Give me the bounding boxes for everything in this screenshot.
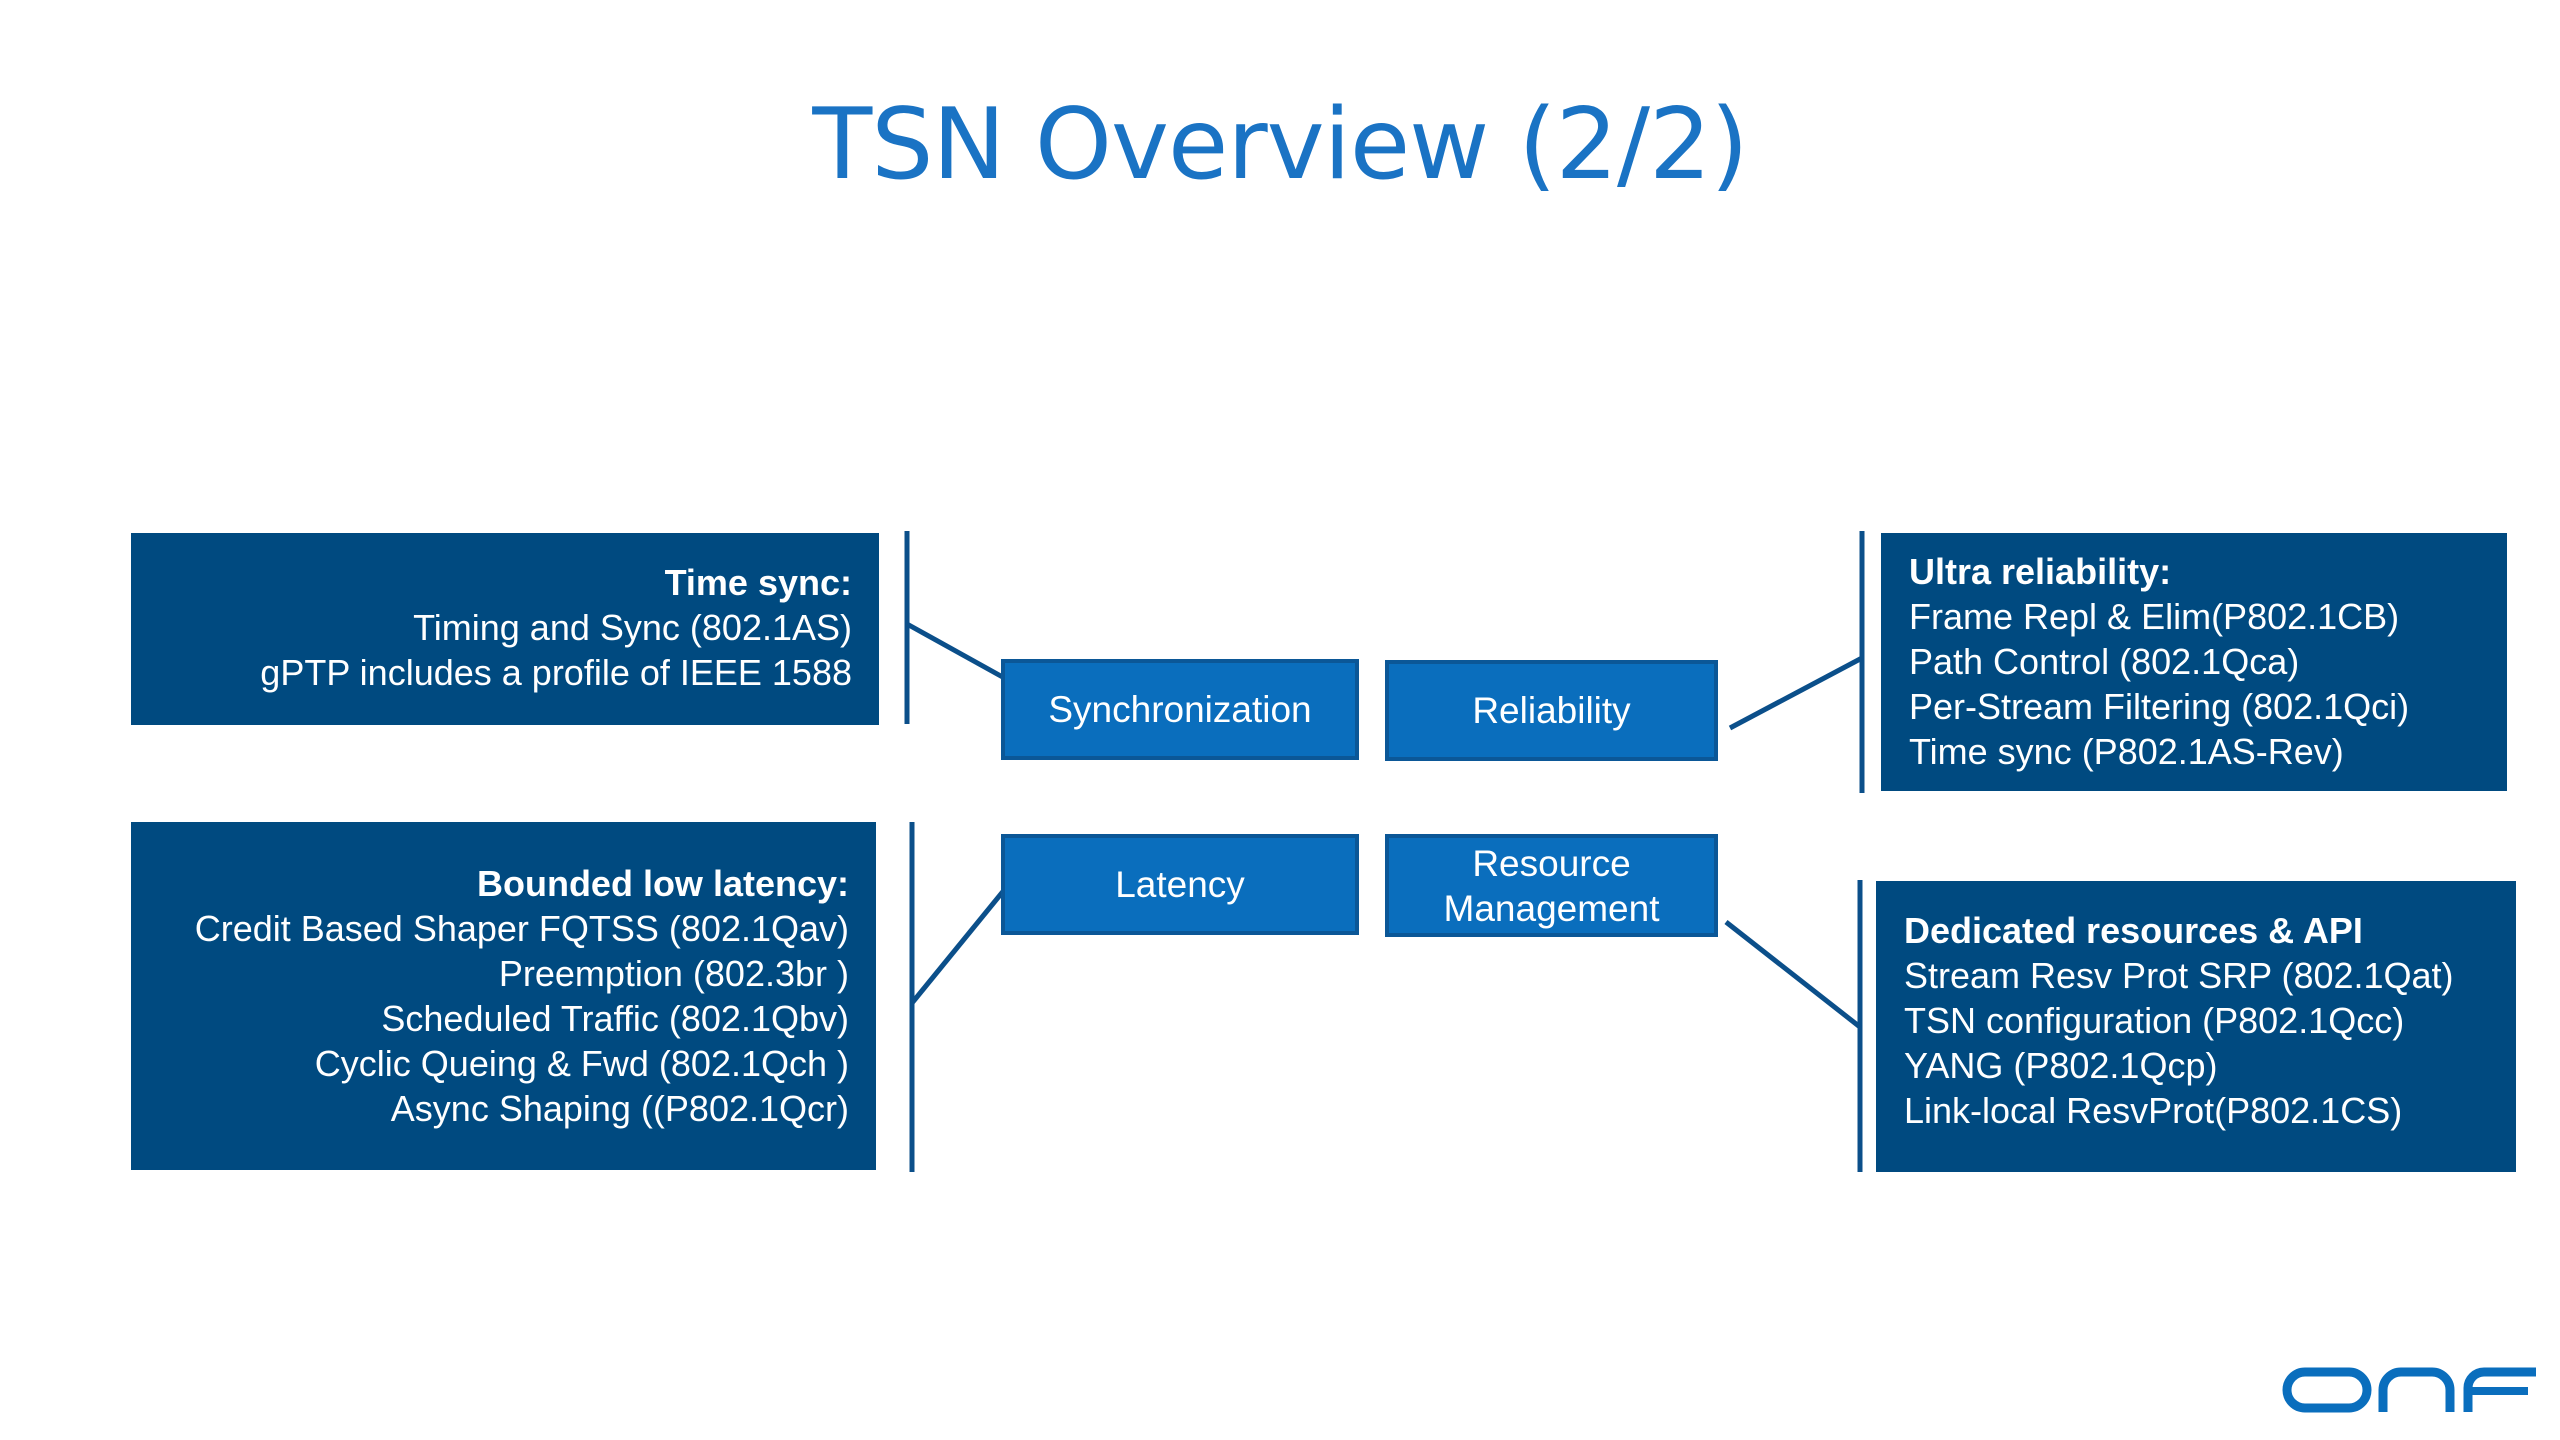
dedicated-resources-panel: Dedicated resources & API Stream Resv Pr… (1876, 881, 2516, 1172)
bounded-low-latency-panel: Bounded low latency: Credit Based Shaper… (131, 822, 876, 1170)
latency-heading: Bounded low latency: (476, 863, 849, 904)
resources-heading: Dedicated resources & API (1904, 910, 2363, 951)
latency-line: Credit Based Shaper FQTSS (802.1Qav) (194, 908, 849, 949)
latency-node: Latency (1001, 834, 1359, 935)
reliability-heading: Ultra reliability: (1909, 551, 2172, 592)
reliability-line: Path Control (802.1Qca) (1909, 641, 2300, 682)
latency-line: Async Shaping ((P802.1Qcr) (390, 1088, 849, 1129)
resource-management-label: Management (1443, 887, 1660, 929)
slide-title: TSN Overview (2/2) (812, 88, 1748, 202)
synchronization-node: Synchronization (1001, 659, 1359, 760)
onf-logo (2282, 1367, 2536, 1413)
ultra-reliability-panel: Ultra reliability: Frame Repl & Elim(P80… (1881, 533, 2507, 791)
time-sync-heading: Time sync: (664, 562, 852, 603)
connector-time-sync (905, 621, 1010, 683)
latency-line: Preemption (802.3br ) (498, 953, 849, 994)
resource-management-node: Resource Management (1385, 834, 1718, 937)
reliability-node: Reliability (1385, 660, 1718, 761)
connector-resources (1724, 920, 1862, 1029)
connector-latency (910, 887, 1007, 1005)
reliability-line: Frame Repl & Elim(P802.1CB) (1909, 596, 2400, 637)
time-sync-line: Timing and Sync (802.1AS) (413, 607, 852, 648)
connector-reliability (1728, 655, 1864, 731)
reliability-line: Per-Stream Filtering (802.1Qci) (1909, 686, 2410, 727)
resources-line: YANG (P802.1Qcp) (1904, 1045, 2218, 1086)
resources-line: Stream Resv Prot SRP (802.1Qat) (1904, 955, 2454, 996)
synchronization-label: Synchronization (1048, 689, 1312, 730)
resources-line: Link-local ResvProt(P802.1CS) (1904, 1090, 2403, 1131)
latency-label: Latency (1115, 864, 1245, 905)
latency-line: Scheduled Traffic (802.1Qbv) (381, 998, 849, 1039)
time-sync-panel: Time sync: Timing and Sync (802.1AS) gPT… (131, 533, 879, 725)
latency-line: Cyclic Queing & Fwd (802.1Qch ) (314, 1043, 849, 1084)
time-sync-line: gPTP includes a profile of IEEE 1588 (260, 652, 852, 693)
resource-management-label: Resource (1472, 842, 1631, 884)
reliability-line: Time sync (P802.1AS-Rev) (1909, 731, 2344, 772)
reliability-label: Reliability (1472, 690, 1631, 731)
resources-line: TSN configuration (P802.1Qcc) (1904, 1000, 2405, 1041)
